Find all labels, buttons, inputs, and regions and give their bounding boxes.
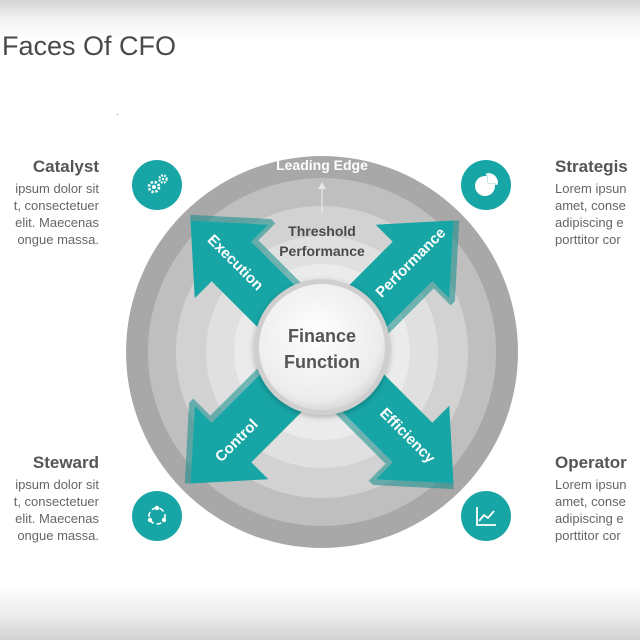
center-label-line2: Function [284,352,360,372]
steward-heading: Steward [32,453,99,472]
strategist-body: Lorem ipsun amet, conse adipiscing e por… [555,181,627,247]
line-chart-icon [461,491,511,541]
pie-chart-icon [461,160,511,210]
operator-body: Lorem ipsun amet, conse adipiscing e por… [555,477,627,543]
gears-icon [132,160,182,210]
threshold-label-line2: Performance [279,243,365,259]
page-title: Faces Of CFO [2,31,177,61]
steward-body: ipsum dolor sit t, consectetuer elit. Ma… [13,477,99,543]
leading-edge-pointer-head [318,182,326,189]
center-label-line1: Finance [288,326,356,346]
catalyst-body: ipsum dolor sit t, consectetuer elit. Ma… [13,181,99,247]
cycle-icon [132,491,182,541]
operator-heading: Operator [555,453,627,472]
stray-dot [117,114,118,115]
threshold-label-line1: Threshold [288,223,356,239]
center-circle [259,284,385,410]
leading-edge-label: Leading Edge [276,157,368,173]
catalyst-heading: Catalyst [32,157,99,176]
strategist-heading: Strategis [555,157,628,176]
